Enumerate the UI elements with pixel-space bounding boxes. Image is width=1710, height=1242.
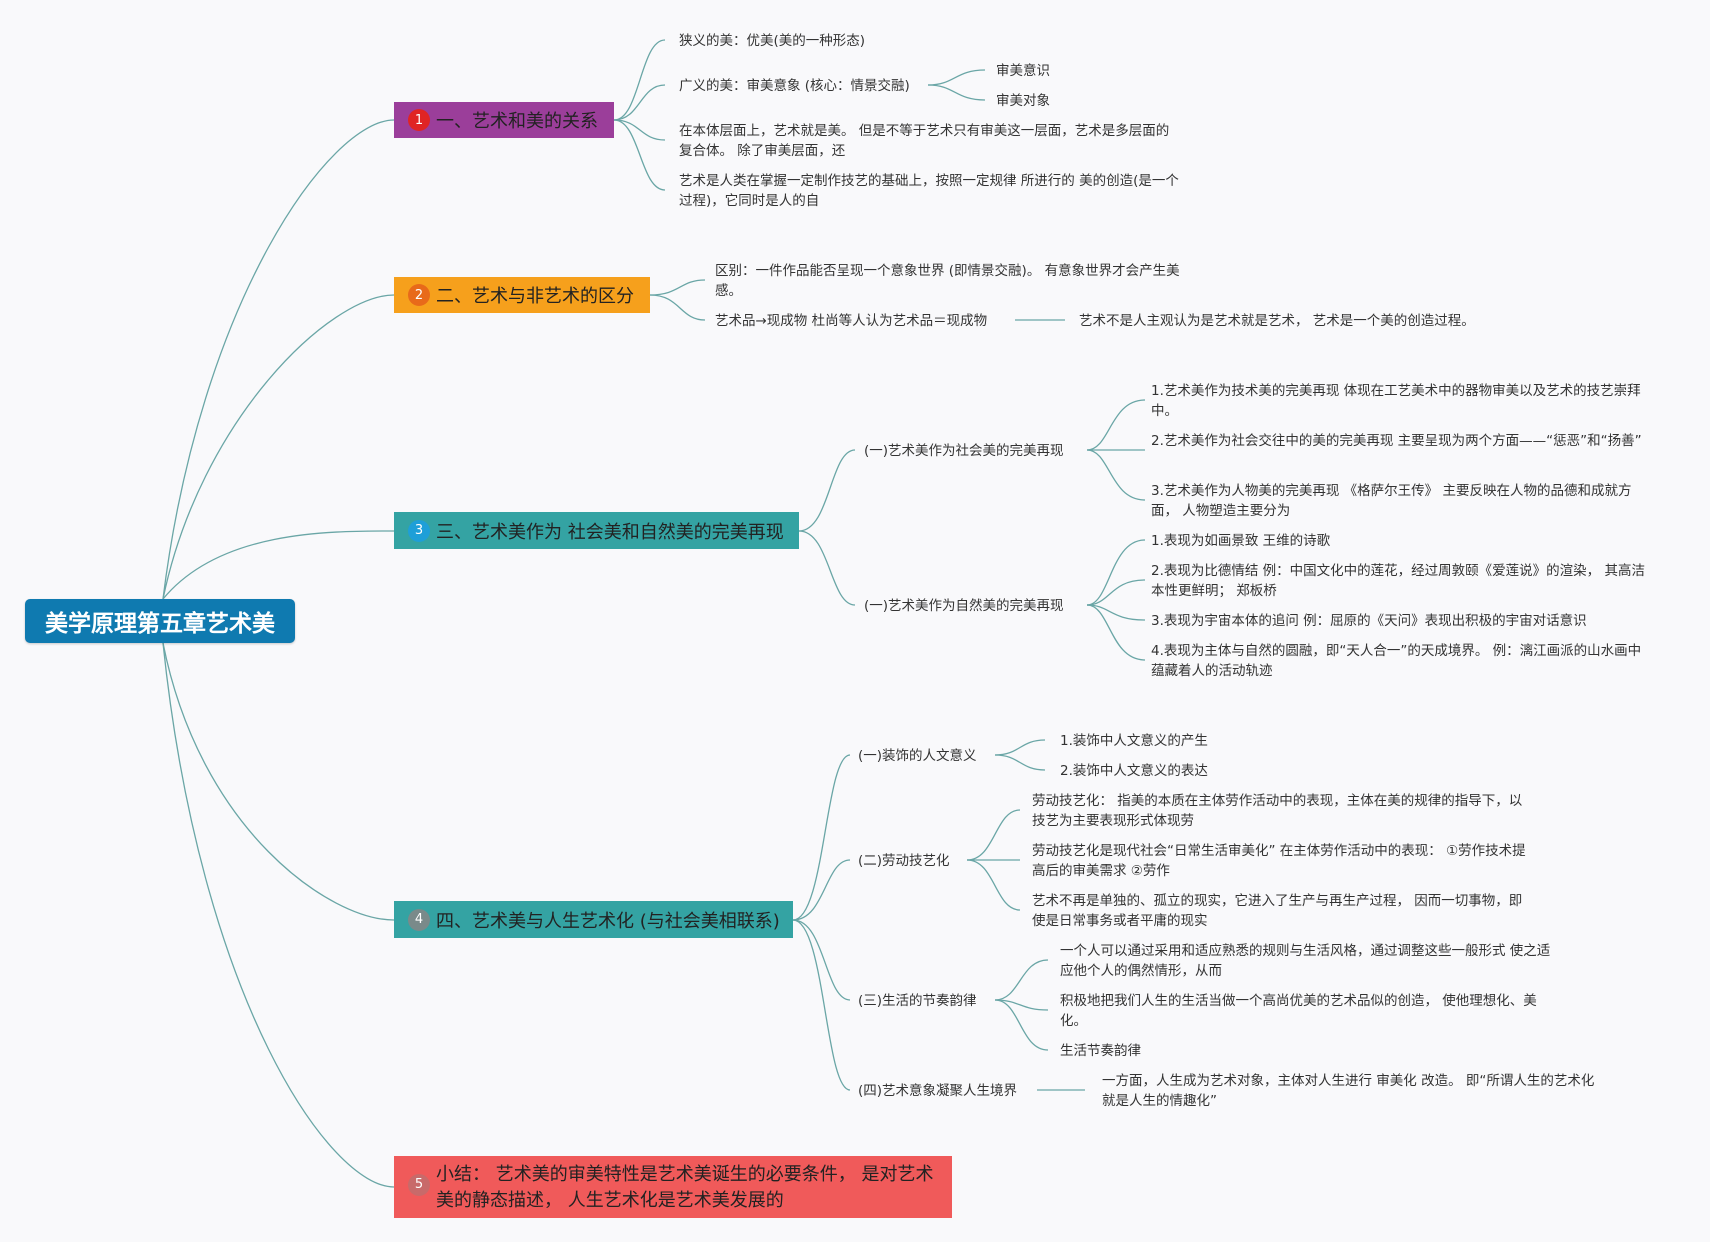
- branch-1-label: 一、艺术和美的关系: [436, 111, 598, 132]
- b4-decoration-1[interactable]: 1.装饰中人文意义的产生: [1060, 733, 1208, 749]
- b3-natural-beauty[interactable]: (一)艺术美作为自然美的完美再现: [864, 598, 1064, 614]
- branch-5-summary[interactable]: 5 小结： 艺术美的审美特性是艺术美诞生的必要条件， 是对艺术美的静态描述， 人…: [394, 1156, 952, 1218]
- number-2-icon: 2: [408, 284, 430, 306]
- b3-social-1[interactable]: 1.艺术美作为技术美的完美再现 体现在工艺美术中的器物审美以及艺术的技艺崇拜中。: [1151, 383, 1641, 419]
- b4-labor-1[interactable]: 劳动技艺化： 指美的本质在主体劳作活动中的表现，主体在美的规律的指导下，以技艺为…: [1032, 793, 1523, 829]
- b4-labor-2[interactable]: 劳动技艺化是现代社会“日常生活审美化” 在主体劳作活动中的表现： ①劳作技术提高…: [1032, 843, 1526, 879]
- b4-rhythm-2[interactable]: 积极地把我们人生的生活当做一个高尚优美的艺术品似的创造， 使他理想化、美化。: [1060, 993, 1537, 1029]
- b4-labor-craft[interactable]: (二)劳动技艺化: [858, 853, 950, 869]
- b1-aesthetic-object[interactable]: 审美对象: [996, 93, 1050, 109]
- branch-3-label: 三、艺术美作为 社会美和自然美的完美再现: [436, 521, 784, 543]
- number-3-icon: 3: [408, 519, 430, 542]
- number-5-icon: 5: [408, 1174, 430, 1196]
- b4-decoration[interactable]: (一)装饰的人文意义: [858, 748, 977, 764]
- b2-difference[interactable]: 区别：一件作品能否呈现一个意象世界 (即情景交融)。 有意象世界才会产生美感。: [715, 263, 1180, 299]
- b4-labor-3[interactable]: 艺术不再是单独的、孤立的现实，它进入了生产与再生产过程， 因而一切事物，即使是日…: [1032, 893, 1523, 929]
- branch-4-topic[interactable]: 4 四、艺术美与人生艺术化 (与社会美相联系): [394, 901, 793, 938]
- b1-narrow-beauty[interactable]: 狭义的美：优美(美的一种形态): [679, 33, 866, 49]
- b4-decoration-2[interactable]: 2.装饰中人文意义的表达: [1060, 763, 1208, 779]
- b4-life-realm[interactable]: (四)艺术意象凝聚人生境界: [858, 1083, 1018, 1099]
- branch-5-label: 小结： 艺术美的审美特性是艺术美诞生的必要条件， 是对艺术美的静态描述， 人生艺…: [436, 1164, 934, 1211]
- number-1-icon: 1: [408, 109, 430, 131]
- b3-natural-3[interactable]: 3.表现为宇宙本体的追问 例：屈原的《天问》表现出积极的宇宙对话意识: [1151, 613, 1587, 629]
- b1-art-definition[interactable]: 艺术是人类在掌握一定制作技艺的基础上，按照一定规律 所进行的 美的创造(是一个过…: [679, 173, 1179, 209]
- branch-3-topic[interactable]: 3 三、艺术美作为 社会美和自然美的完美再现: [394, 512, 799, 549]
- b3-social-2[interactable]: 2.艺术美作为社会交往中的美的完美再现 主要呈现为两个方面——“惩恶”和“扬善”: [1151, 433, 1642, 449]
- b2-readymade[interactable]: 艺术品→现成物 杜尚等人认为艺术品＝现成物: [715, 313, 988, 329]
- b4-life-realm-1[interactable]: 一方面，人生成为艺术对象，主体对人生进行 审美化 改造。 即“所谓人生的艺术化就…: [1102, 1073, 1595, 1109]
- b2-readymade-note[interactable]: 艺术不是人主观认为是艺术就是艺术， 艺术是一个美的创造过程。: [1079, 313, 1475, 329]
- root-topic[interactable]: 美学原理第五章艺术美: [25, 599, 295, 643]
- branch-4-label: 四、艺术美与人生艺术化 (与社会美相联系): [436, 910, 780, 932]
- b3-natural-4[interactable]: 4.表现为主体与自然的圆融，即“天人合一”的天成境界。 例：漓江画派的山水画中蕴…: [1151, 643, 1642, 679]
- b1-aesthetic-consciousness[interactable]: 审美意识: [996, 63, 1050, 79]
- b3-natural-2[interactable]: 2.表现为比德情结 例：中国文化中的莲花，经过周敦颐《爱莲说》的渲染， 其高洁本…: [1151, 563, 1645, 599]
- branch-2-label: 二、艺术与非艺术的区分: [436, 286, 634, 307]
- b4-rhythm-3[interactable]: 生活节奏韵律: [1060, 1043, 1141, 1059]
- branch-2-topic[interactable]: 2 二、艺术与非艺术的区分: [394, 277, 650, 313]
- number-4-icon: 4: [408, 908, 430, 931]
- b1-ontology-note[interactable]: 在本体层面上，艺术就是美。 但是不等于艺术只有审美这一层面，艺术是多层面的复合体…: [679, 123, 1170, 159]
- b3-social-3[interactable]: 3.艺术美作为人物美的完美再现 《格萨尔王传》 主要反映在人物的品德和成就方面，…: [1151, 483, 1632, 519]
- b3-natural-1[interactable]: 1.表现为如画景致 王维的诗歌: [1151, 533, 1331, 549]
- b4-rhythm-1[interactable]: 一个人可以通过采用和适应熟悉的规则与生活风格，通过调整这些一般形式 使之适应他个…: [1060, 943, 1551, 979]
- b3-social-beauty[interactable]: (一)艺术美作为社会美的完美再现: [864, 443, 1064, 459]
- branch-1-topic[interactable]: 1 一、艺术和美的关系: [394, 102, 614, 138]
- b4-rhythm[interactable]: (三)生活的节奏韵律: [858, 993, 977, 1009]
- b1-broad-beauty[interactable]: 广义的美：审美意象 (核心：情景交融): [679, 78, 910, 94]
